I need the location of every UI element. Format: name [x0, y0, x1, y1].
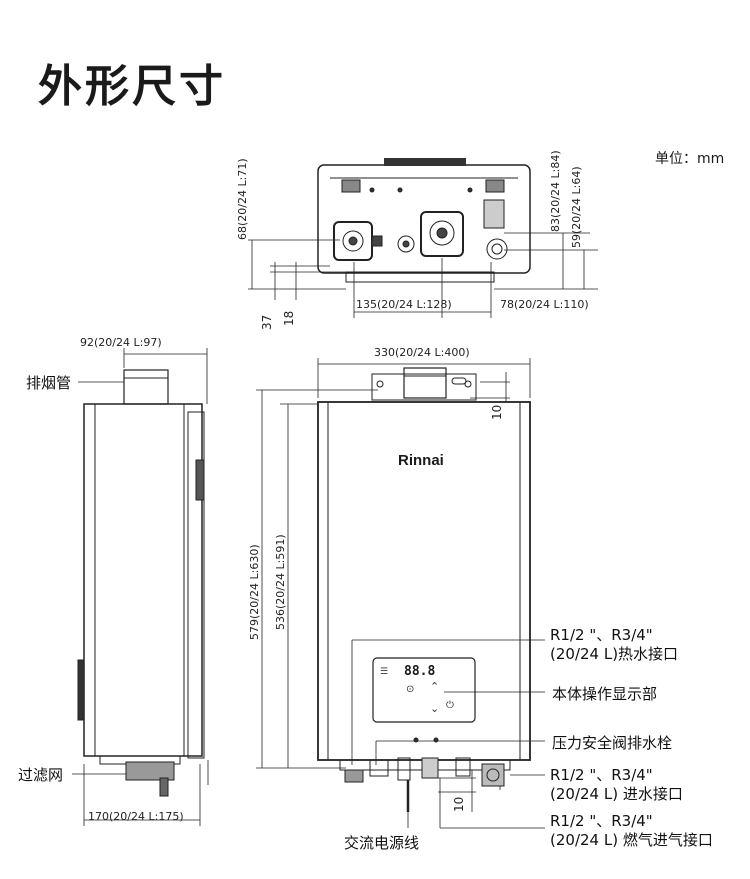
label-gas-inlet: R1/2 "、R3/4" (20/24 L) 燃气进气接口: [550, 812, 713, 850]
dim-bracket-10-bottom: 10: [452, 796, 466, 812]
label-hot-water-line2: (20/24 L)热水接口: [550, 645, 679, 663]
dim-top-left-height: 68(20/24 L:71): [236, 158, 249, 240]
power-icon: ⏻: [446, 700, 454, 711]
dim-pipe-spacing-right: 78(20/24 L:110): [500, 298, 589, 311]
label-power-cord: 交流电源线: [344, 834, 420, 852]
dim-side-depth-top: 92(20/24 L:97): [80, 336, 162, 349]
bottom-view-drawing: [317, 158, 531, 283]
label-cold-water-line2: (20/24 L) 进水接口: [550, 785, 683, 803]
dim-18: 18: [282, 310, 296, 326]
label-filter: 过滤网: [18, 766, 64, 784]
dim-total-height: 579(20/24 L:630): [248, 544, 261, 640]
down-arrow-icon: ⌄: [430, 702, 440, 715]
label-hot-water-line1: R1/2 "、R3/4": [550, 626, 653, 644]
dim-body-height: 536(20/24 L:591): [274, 534, 287, 630]
label-cold-water: R1/2 "、R3/4" (20/24 L) 进水接口: [550, 766, 683, 804]
dim-37: 37: [260, 314, 274, 330]
lock-icon: ⊙: [406, 684, 415, 695]
label-hot-water: R1/2 "、R3/4" (20/24 L)热水接口: [550, 626, 678, 664]
dim-pipe-spacing-left: 135(20/24 L:128): [356, 298, 452, 311]
dim-bracket-10-top: 10: [490, 404, 504, 420]
label-gas-line2: (20/24 L) 燃气进气接口: [550, 831, 713, 849]
label-drain-valve: 压力安全阀排水栓: [552, 734, 673, 752]
label-cold-water-line1: R1/2 "、R3/4": [550, 766, 653, 784]
front-view-drawing: [317, 367, 531, 812]
display-readout: 88.8: [404, 664, 436, 679]
up-arrow-icon: ⌃: [430, 680, 440, 693]
dim-front-width: 330(20/24 L:400): [374, 346, 470, 359]
menu-icon: ☰: [380, 667, 389, 677]
brand-logo: Rinnai: [398, 452, 444, 469]
label-control-panel: 本体操作显示部: [552, 685, 658, 703]
dim-side-depth-bottom: 170(20/24 L:175): [88, 810, 184, 823]
label-exhaust-pipe: 排烟管: [26, 374, 72, 392]
label-gas-line1: R1/2 "、R3/4": [550, 812, 653, 830]
unit-label: 单位：mm: [655, 151, 725, 167]
page-title: 外形尺寸: [38, 61, 226, 112]
dim-top-right-height-2: 59(20/24 L:64): [570, 166, 583, 248]
side-view-drawing: [77, 369, 205, 797]
dim-top-right-height-1: 83(20/24 L:84): [549, 150, 562, 232]
